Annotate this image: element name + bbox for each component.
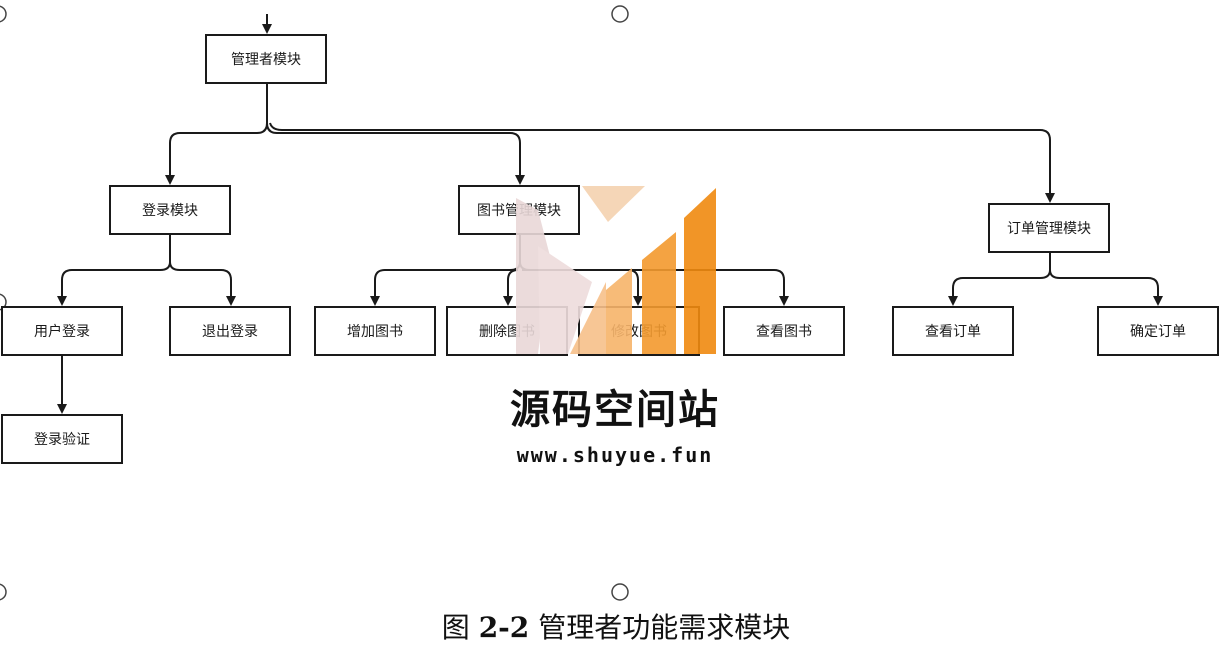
node-root[interactable]: 管理者模块	[205, 34, 327, 84]
watermark-url: www.shuyue.fun	[516, 443, 714, 467]
node-login-verify[interactable]: 登录验证	[1, 414, 123, 464]
handle-mid-left[interactable]	[0, 293, 7, 311]
watermark-shape-4	[570, 282, 606, 354]
node-user-login[interactable]: 用户登录	[1, 306, 123, 356]
handle-bottom-center[interactable]	[611, 583, 629, 601]
watermark-title: 源码空间站	[510, 387, 720, 433]
node-login-module[interactable]: 登录模块	[109, 185, 231, 235]
figure-caption: 图 2-2 管理者功能需求模块	[0, 606, 1232, 650]
handle-top-center[interactable]	[611, 5, 629, 23]
connector-book-add	[370, 234, 521, 306]
connector-root-order	[269, 122, 1055, 203]
handle-bottom-left[interactable]	[0, 583, 7, 601]
node-view-book[interactable]: 查看图书	[723, 306, 845, 356]
connector-order-view	[948, 252, 1051, 306]
node-confirm-order[interactable]: 确定订单	[1097, 306, 1219, 356]
watermark-shape-2	[538, 246, 592, 354]
connector-order-confirm	[1049, 269, 1163, 306]
watermark-shape-5	[606, 268, 632, 354]
node-order-module[interactable]: 订单管理模块	[988, 203, 1110, 253]
watermark-logo	[516, 186, 716, 354]
connector-root-book	[266, 122, 525, 185]
watermark-shape-6	[642, 232, 676, 354]
handle-top-left[interactable]	[0, 5, 7, 23]
node-logout[interactable]: 退出登录	[169, 306, 291, 356]
caption-prefix: 图	[441, 611, 470, 644]
connector-login-user	[57, 234, 171, 306]
watermark-shape-7	[684, 188, 716, 354]
watermark-shape-3	[582, 186, 645, 222]
connector-root-login	[165, 83, 268, 185]
caption-number: 2-2	[478, 611, 530, 644]
caption-text: 管理者功能需求模块	[538, 611, 791, 644]
connector-login-logout	[169, 261, 236, 306]
node-add-book[interactable]: 增加图书	[314, 306, 436, 356]
node-view-order[interactable]: 查看订单	[892, 306, 1014, 356]
